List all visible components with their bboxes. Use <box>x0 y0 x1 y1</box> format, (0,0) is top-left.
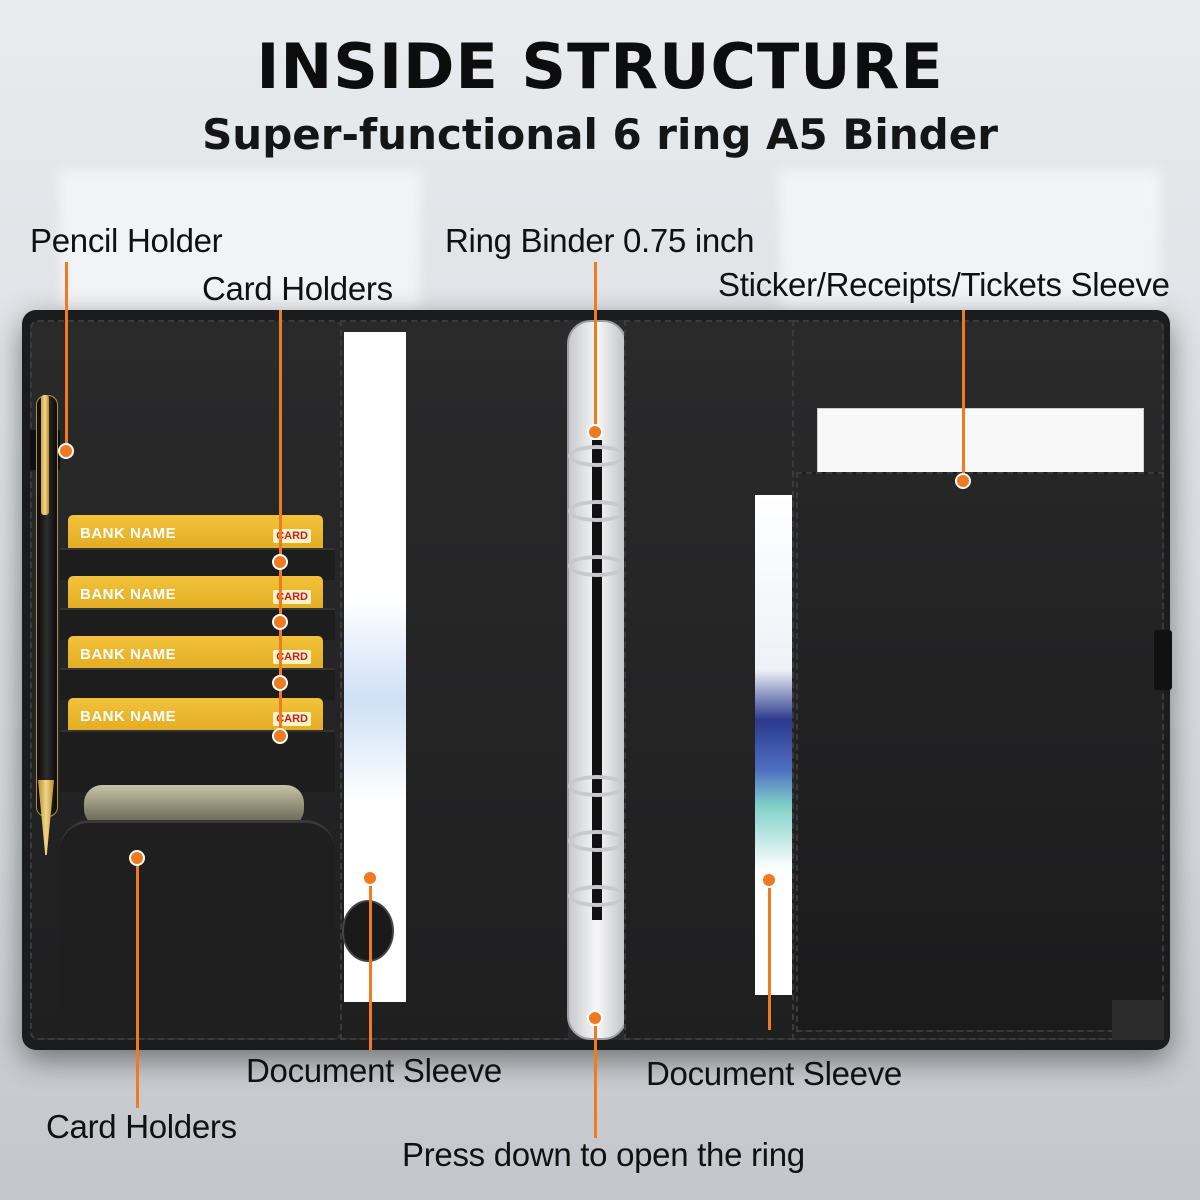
label-document-sleeve-left: Document Sleeve <box>246 1052 502 1089</box>
closure-strap <box>1154 630 1172 690</box>
label-card-holders-bottom: Card Holders <box>46 1108 237 1145</box>
callout-line-cards-top <box>279 310 282 738</box>
ring <box>568 830 626 852</box>
callout-dot-card <box>272 614 288 630</box>
callout-line-cards-bottom <box>136 858 139 1108</box>
label-sticker-sleeve: Sticker/Receipts/Tickets Sleeve <box>718 266 1170 303</box>
card-slot <box>60 548 335 580</box>
card-bank-name: BANK NAME <box>80 708 177 725</box>
callout-dot-ring <box>587 424 603 440</box>
callout-dot-pencil <box>58 443 74 459</box>
ring <box>568 500 626 522</box>
card-bank-name: BANK NAME <box>80 646 177 663</box>
document-stamp <box>342 900 394 962</box>
background-window <box>60 170 420 310</box>
page-subtitle: Super-functional 6 ring A5 Binder <box>202 110 998 159</box>
document-sheet-left <box>344 332 406 1002</box>
callout-line-sticker <box>962 310 965 480</box>
page-title: INSIDE STRUCTURE <box>256 30 944 103</box>
sticker-sleeve <box>796 472 1164 1032</box>
background-window <box>780 170 1160 310</box>
ring <box>568 775 626 797</box>
label-press-down: Press down to open the ring <box>402 1136 805 1173</box>
card-bank-name: BANK NAME <box>80 525 177 542</box>
callout-line-ring <box>594 262 597 432</box>
card-slot <box>60 730 335 792</box>
callout-dot-sticker <box>955 473 971 489</box>
card-tag: CARD <box>273 650 311 664</box>
label-document-sleeve-right: Document Sleeve <box>646 1055 902 1092</box>
callout-line-pencil <box>65 262 68 452</box>
callout-dot-doc-right <box>761 872 777 888</box>
callout-line-press <box>594 1018 597 1138</box>
card-tag: CARD <box>273 590 311 604</box>
card-slot <box>60 608 335 640</box>
pen-clip <box>41 395 49 515</box>
callout-line-doc-right <box>768 880 771 1030</box>
callout-dot-card <box>272 728 288 744</box>
ring <box>568 555 626 577</box>
corner-fold <box>1112 1000 1164 1040</box>
ring <box>568 885 626 907</box>
card-tag: CARD <box>273 529 311 543</box>
cash-pocket <box>60 820 335 1038</box>
card-bank-name: BANK NAME <box>80 586 177 603</box>
label-ring-binder: Ring Binder 0.75 inch <box>445 222 755 259</box>
callout-dot-card <box>272 675 288 691</box>
card-slot <box>60 668 335 700</box>
label-card-holders-top: Card Holders <box>202 270 393 307</box>
callout-dot-card <box>272 554 288 570</box>
document-sheet-right <box>755 495 795 995</box>
callout-dot-doc-left <box>362 870 378 886</box>
card-tag: CARD <box>273 712 311 726</box>
ring-center-bar <box>592 440 602 920</box>
label-pencil-holder: Pencil Holder <box>30 222 223 259</box>
binder: BANK NAME CARD BANK NAME CARD BANK NAME CAR… <box>22 310 1172 1050</box>
callout-line-doc-left <box>369 878 372 1050</box>
ring <box>568 445 626 467</box>
callout-dot-press <box>587 1010 603 1026</box>
callout-dot-cards-bottom <box>129 850 145 866</box>
